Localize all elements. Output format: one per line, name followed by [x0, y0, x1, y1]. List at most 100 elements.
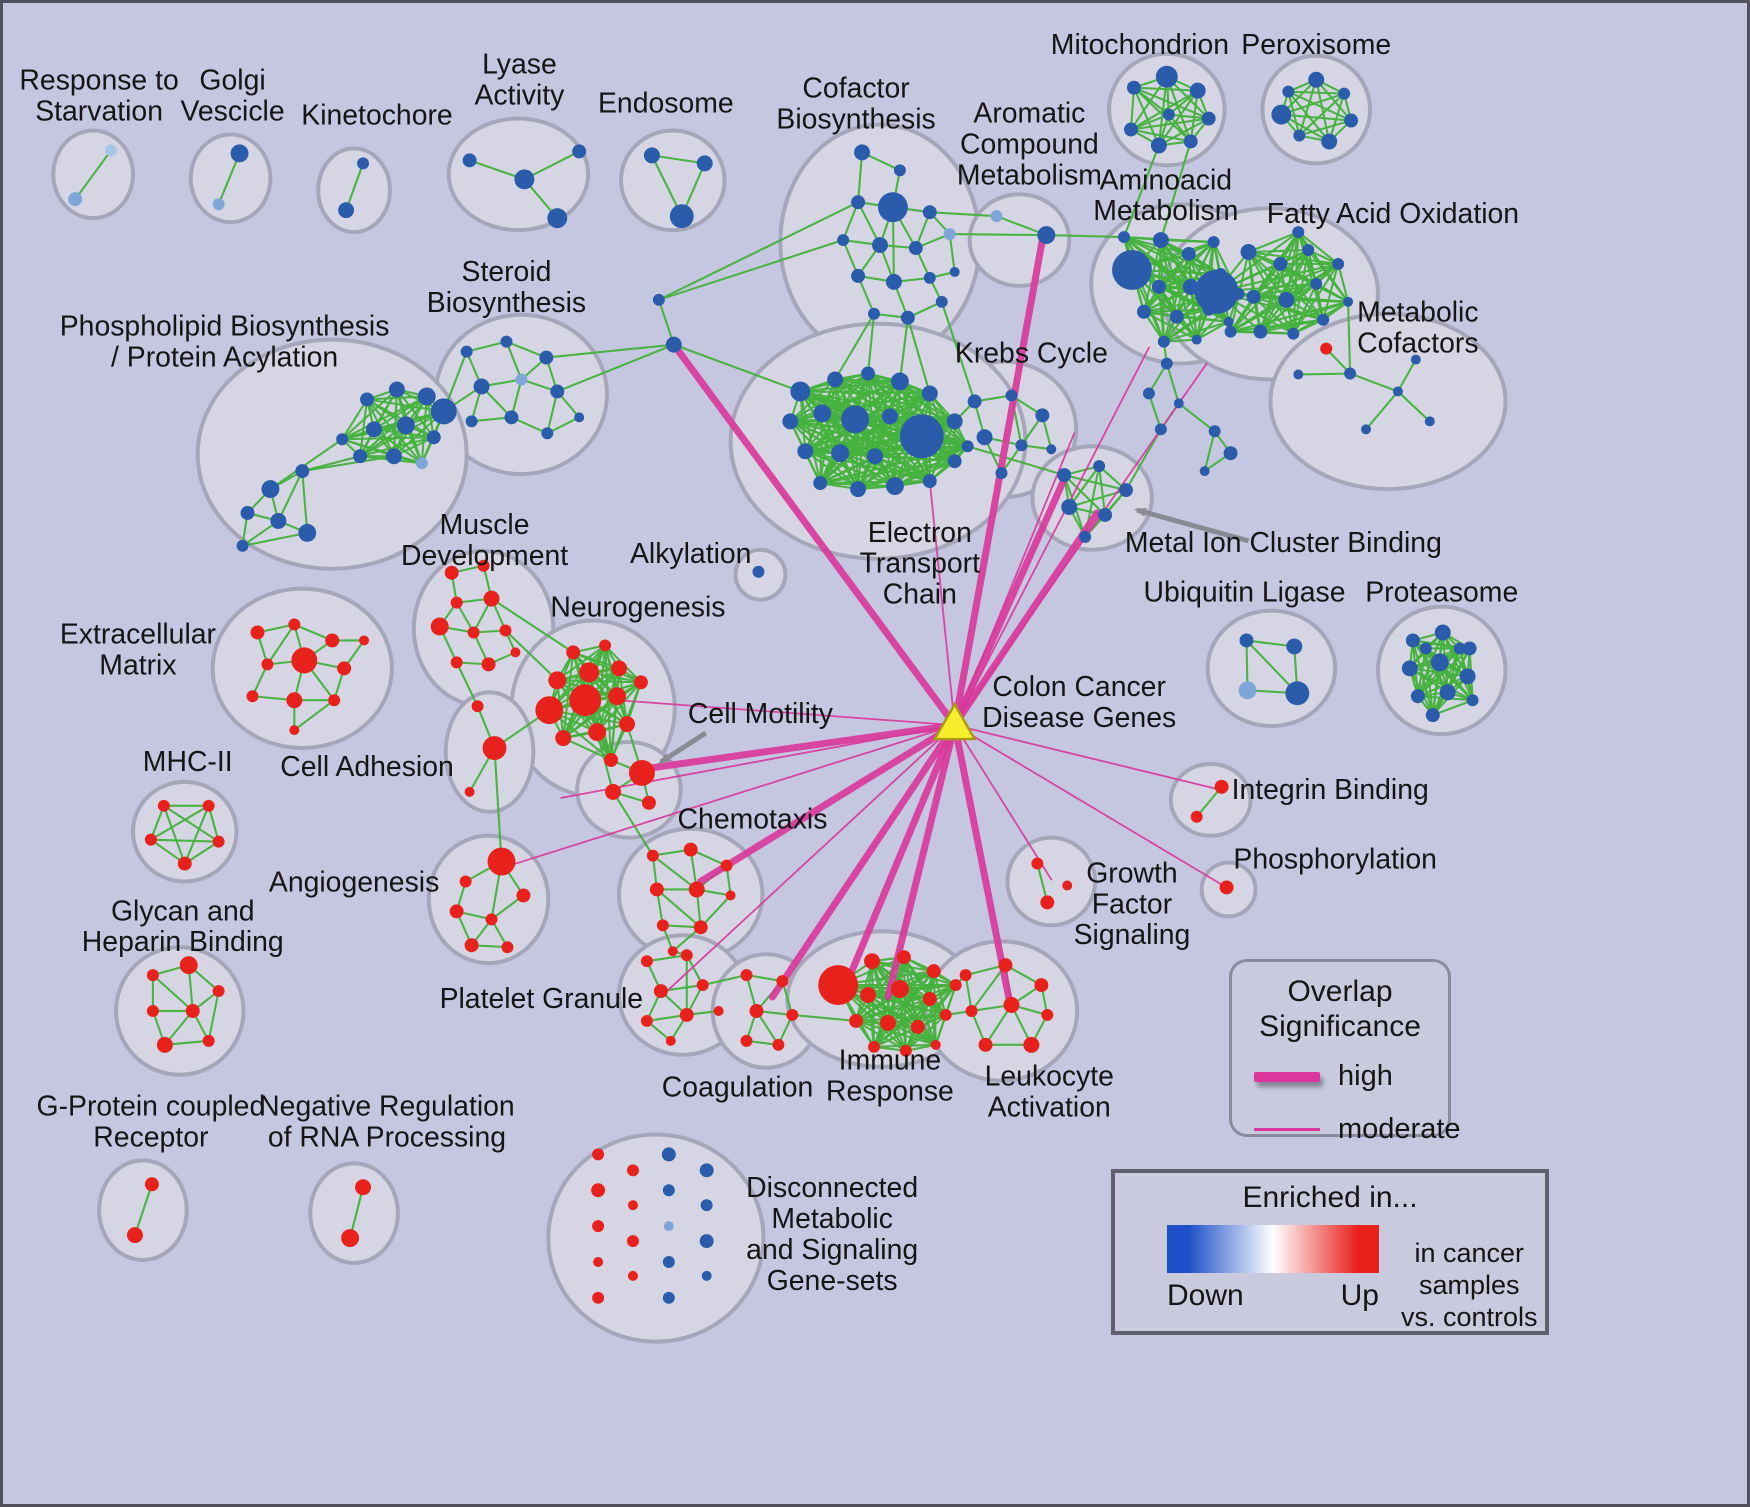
enrichment-note: in cancer samples vs. controls — [1401, 1225, 1538, 1333]
gene-set-node — [877, 192, 908, 223]
gene-set-node — [605, 783, 622, 800]
gene-set-edge — [1045, 234, 1126, 239]
gene-set-node — [965, 1004, 978, 1017]
gene-set-node — [1194, 269, 1239, 314]
cluster-negative-regulation-of-rna-processing — [308, 1161, 400, 1265]
gene-set-edge — [1129, 86, 1136, 131]
gene-set-node — [841, 405, 870, 434]
gene-set-node — [572, 144, 587, 159]
gene-set-node — [592, 1220, 605, 1233]
gene-set-edge — [1177, 402, 1216, 433]
gene-set-node — [1191, 334, 1202, 345]
gene-set-edge — [1259, 231, 1300, 333]
gene-set-node — [649, 882, 664, 897]
label-phosphorylation: Phosphorylation — [1233, 844, 1437, 876]
gene-set-node — [740, 969, 753, 982]
gene-set-node — [341, 1229, 360, 1248]
overlap-edge-moderate — [508, 724, 956, 867]
gene-set-node — [599, 639, 612, 652]
gene-set-node — [385, 448, 402, 465]
gene-set-node — [643, 147, 660, 164]
gene-set-edge — [301, 455, 395, 473]
enriched-legend-body: Down Up in cancer samples vs. controls — [1115, 1225, 1545, 1333]
cluster-growth-factor-signaling — [1005, 835, 1098, 928]
gene-set-node — [885, 273, 902, 290]
gene-set-node — [460, 345, 473, 358]
gene-set-edge — [1424, 647, 1434, 717]
overlap-legend-title-line1: Overlap — [1287, 975, 1393, 1008]
gene-set-edge — [1416, 647, 1427, 698]
gene-set-edge — [1229, 231, 1300, 333]
gene-set-edge — [1245, 639, 1299, 695]
gene-set-node — [449, 904, 464, 919]
gene-set-node — [1181, 247, 1196, 261]
gene-set-edge — [1175, 315, 1230, 323]
gene-set-edge — [545, 343, 675, 359]
gene-set-node — [177, 856, 192, 871]
gene-set-node — [592, 1291, 605, 1304]
gene-set-node — [967, 394, 982, 409]
gene-set-node — [289, 725, 300, 736]
gene-set-node — [1453, 642, 1466, 655]
gene-set-edge — [523, 150, 581, 181]
gene-set-node — [1410, 689, 1425, 704]
gene-set-node — [357, 157, 370, 170]
gene-set-node — [1208, 425, 1221, 438]
gene-set-node — [1173, 398, 1184, 409]
cluster-golgi-vescicle — [188, 132, 273, 225]
gene-set-edge — [266, 623, 296, 666]
gene-set-edge — [857, 445, 969, 491]
gene-set-edge — [872, 984, 957, 1048]
gene-set-edge — [1147, 392, 1162, 431]
overlap-edge-high — [697, 721, 959, 885]
gene-set-node — [1169, 309, 1184, 324]
gene-set-node — [477, 559, 490, 572]
gene-set-node — [467, 626, 480, 639]
gene-set-node — [338, 202, 355, 219]
gene-set-node — [885, 477, 904, 496]
gene-set-node — [854, 144, 871, 161]
legend-item-moderate: moderate — [1232, 1113, 1461, 1146]
gene-set-node — [240, 505, 255, 520]
gene-set-edge — [1280, 92, 1346, 116]
gene-set-edge — [898, 316, 909, 383]
label-platelet-granule: Platelet Granule — [440, 983, 643, 1015]
overlap-significance-legend: Overlap Significance high moderate — [1229, 959, 1461, 1145]
label-peroxisome: Peroxisome — [1241, 29, 1391, 61]
gene-set-edge — [928, 997, 937, 1046]
gene-set-edge — [183, 804, 210, 865]
significance-label-high: high — [1338, 1060, 1393, 1092]
overlap-edge-moderate — [616, 699, 956, 727]
gene-set-node — [579, 662, 600, 683]
gene-set-edge — [1431, 699, 1474, 717]
gene-set-edge — [650, 154, 706, 165]
gene-set-node — [535, 696, 564, 725]
gene-set-edge — [1129, 89, 1199, 131]
gene-set-node — [1151, 279, 1166, 294]
gene-set-node — [295, 464, 310, 479]
gene-set-node — [868, 1040, 880, 1053]
overlap-edge-high — [884, 721, 959, 1001]
overlap-legend-title-line2: Significance — [1259, 1010, 1421, 1043]
gene-set-edge — [821, 392, 931, 415]
gene-set-edge — [301, 470, 309, 534]
gene-set-node — [849, 1013, 864, 1028]
overlap-legend-title: Overlap Significance — [1232, 962, 1448, 1044]
gene-set-node — [776, 975, 789, 988]
gene-set-node — [261, 480, 280, 499]
gene-set-node — [548, 671, 567, 690]
significance-label-moderate: moderate — [1338, 1113, 1461, 1145]
gene-set-edge — [699, 894, 732, 929]
overlap-edge-high — [951, 236, 1046, 729]
gene-set-node — [388, 381, 405, 398]
gene-set-edge — [819, 445, 969, 485]
gene-set-node — [1310, 277, 1323, 290]
gene-set-node — [976, 429, 993, 446]
gene-set-edge — [866, 312, 876, 375]
gene-set-edge — [893, 445, 969, 488]
gene-set-edge — [645, 954, 688, 963]
gene-set-node — [926, 964, 941, 979]
